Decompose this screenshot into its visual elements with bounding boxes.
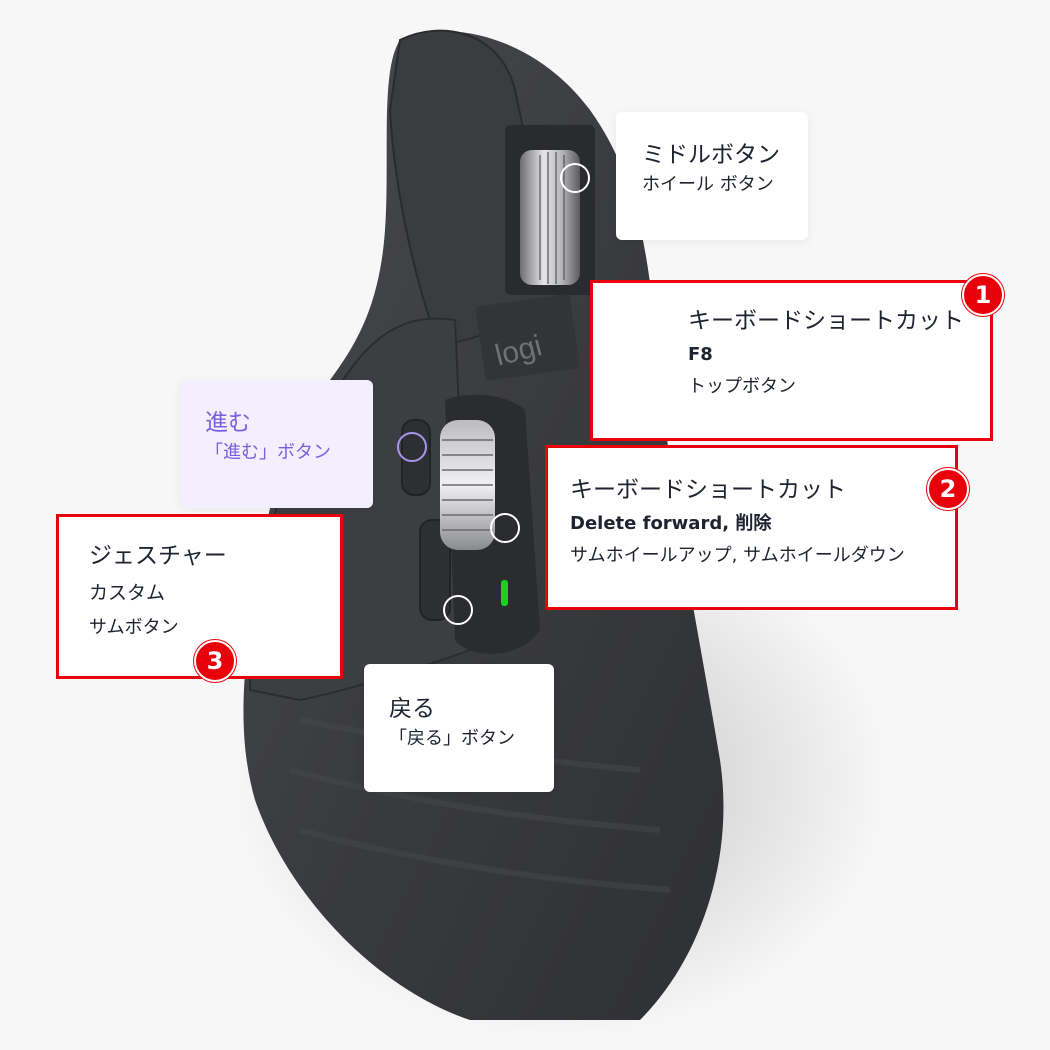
back-button-marker bbox=[443, 595, 473, 625]
gesture-button-subtitle: サムボタン bbox=[89, 617, 179, 638]
battery-led bbox=[501, 580, 508, 606]
badge-1: 1 bbox=[962, 274, 1004, 316]
thumbwheel-key: Delete forward, 削除 bbox=[570, 513, 772, 534]
gesture-button-line2: カスタム bbox=[89, 582, 166, 604]
gesture-button-title: ジェスチャー bbox=[89, 543, 227, 569]
back-button-title: 戻る bbox=[389, 696, 435, 722]
middle-button-subtitle: ホイール ボタン bbox=[642, 174, 774, 195]
middle-button-title: ミドルボタン bbox=[642, 142, 780, 168]
top-button-title: キーボードショートカット bbox=[688, 308, 964, 334]
gesture-button-callout: ジェスチャー カスタム サムボタン bbox=[56, 514, 343, 679]
middle-button-marker bbox=[560, 163, 590, 193]
thumb-wheel-knurl bbox=[442, 439, 493, 531]
middle-button-callout: ミドルボタン ホイール ボタン bbox=[616, 112, 808, 240]
thumbwheel-callout: キーボードショートカット Delete forward, 削除 サムホイールアッ… bbox=[545, 445, 958, 610]
badge-2: 2 bbox=[927, 468, 969, 510]
forward-button-callout: 進む 「進む」ボタン bbox=[180, 380, 373, 508]
thumbwheel-title: キーボードショートカット bbox=[570, 477, 846, 503]
top-button-callout: キーボードショートカット F8 トップボタン bbox=[590, 280, 993, 441]
thumbwheel-marker bbox=[490, 513, 520, 543]
forward-button-marker bbox=[397, 432, 427, 462]
forward-button-subtitle: 「進む」ボタン bbox=[205, 442, 331, 463]
back-button-callout: 戻る 「戻る」ボタン bbox=[364, 664, 554, 792]
logo-panel bbox=[475, 294, 580, 381]
back-side-button bbox=[419, 519, 451, 621]
thumbwheel-subtitle: サムホイールアップ, サムホイールダウン bbox=[570, 545, 905, 566]
badge-3: 3 bbox=[194, 640, 236, 682]
forward-button-title: 進む bbox=[205, 410, 251, 436]
top-button-key: F8 bbox=[688, 344, 713, 365]
back-button-subtitle: 「戻る」ボタン bbox=[389, 728, 515, 749]
top-button-subtitle: トップボタン bbox=[688, 376, 796, 397]
